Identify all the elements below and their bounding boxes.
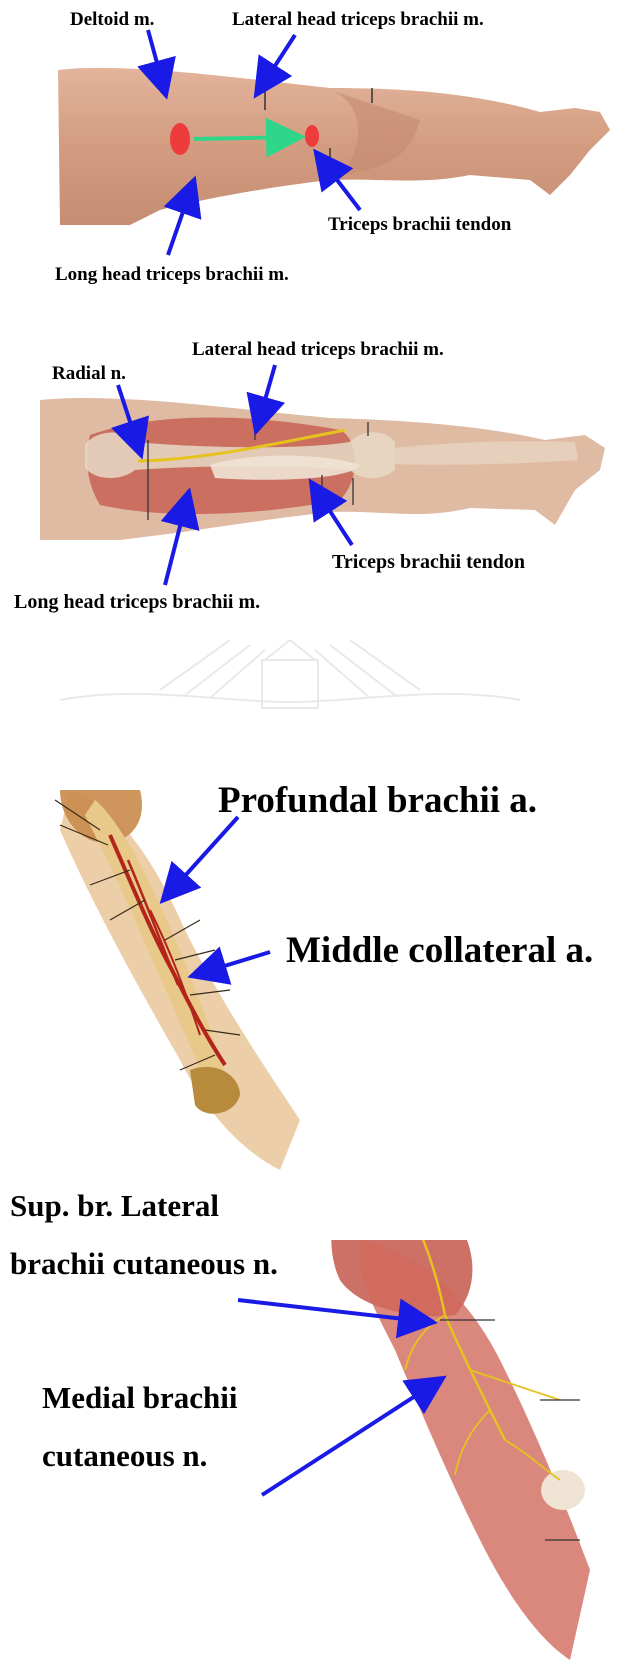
label-long-head: Long head triceps brachii m. xyxy=(14,592,260,612)
direction-arrow xyxy=(194,137,298,139)
arrow-middle-collateral xyxy=(195,952,270,975)
label-profundal: Profundal brachii a. xyxy=(218,782,537,819)
label-lateral-head: Lateral head triceps brachii m. xyxy=(192,340,444,359)
proximal-marker xyxy=(170,123,190,155)
arm-illustration-1 xyxy=(0,0,621,300)
elbow-bone xyxy=(541,1470,585,1510)
panel-cutaneous-nerves: Sup. br. Lateral brachii cutaneous n. Me… xyxy=(0,1240,621,1664)
panel-arteries: Profundal brachii a. Middle collateral a… xyxy=(0,790,621,1210)
panel-deep-anatomy: Radial n. Lateral head triceps brachii m… xyxy=(0,330,621,660)
label-long-head: Long head triceps brachii m. xyxy=(55,265,289,284)
seal-watermark xyxy=(0,640,621,730)
label-deltoid: Deltoid m. xyxy=(70,10,154,29)
label-sup-br-line2: brachii cutaneous n. xyxy=(10,1248,278,1279)
label-medial-line2: cutaneous n. xyxy=(42,1440,207,1471)
label-medial-line1: Medial brachii xyxy=(42,1382,237,1413)
label-triceps-tendon: Triceps brachii tendon xyxy=(328,215,511,234)
arrow-medial-brachii xyxy=(262,1380,440,1495)
arm-muscle xyxy=(359,1240,590,1660)
humerus-bone xyxy=(85,800,225,1082)
arm-illustration-3 xyxy=(0,790,621,1210)
label-radial-n: Radial n. xyxy=(52,364,126,383)
panel-surface-markers: Deltoid m. Lateral head triceps brachii … xyxy=(0,0,621,300)
label-sup-br-line1: Sup. br. Lateral xyxy=(10,1190,219,1221)
label-triceps-tendon: Triceps brachii tendon xyxy=(332,552,525,572)
label-middle-collateral: Middle collateral a. xyxy=(286,932,593,969)
label-lateral-head: Lateral head triceps brachii m. xyxy=(232,10,484,29)
distal-marker xyxy=(305,125,319,147)
arrow-profundal xyxy=(165,817,238,898)
